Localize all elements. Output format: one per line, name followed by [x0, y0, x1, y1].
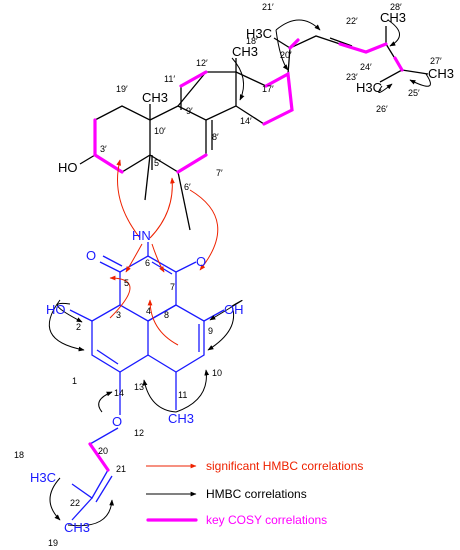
- atom-h3c-18: H3C: [30, 470, 56, 485]
- atom-o-prenyl: O: [112, 414, 122, 429]
- atom-ch3-19p: CH3: [142, 90, 168, 105]
- atom-oh-9: OH: [224, 302, 244, 317]
- num-18: 18: [14, 450, 24, 460]
- num-27p: 27′: [430, 56, 442, 66]
- atom-h3c-26p: H3C: [356, 80, 382, 95]
- num-10: 10: [212, 368, 222, 378]
- num-22p: 22′: [346, 16, 358, 26]
- num-12p: 12′: [196, 58, 208, 68]
- num-14p: 14′: [240, 116, 252, 126]
- cosy-correlations: [93, 38, 404, 174]
- core-bonds: [69, 242, 225, 521]
- atom-ch3-27p: CH3: [428, 66, 454, 81]
- num-28p: 28′: [390, 2, 402, 12]
- num-11: 11: [178, 390, 187, 400]
- num-11p: 11′: [164, 74, 175, 84]
- atom-numbering: 21′ 22′ 28′ 18′ 20′ 12′ 27′ 24′ 19′ 11′ …: [14, 2, 442, 548]
- num-19: 19: [48, 538, 58, 548]
- num-20: 20: [98, 446, 108, 456]
- atom-hn: HN: [132, 228, 151, 243]
- num-6: 6: [145, 258, 150, 268]
- num-22: 22: [70, 498, 80, 508]
- num-5: 5: [124, 278, 129, 288]
- num-3p: 3′: [100, 144, 107, 154]
- legend-hmbc: HMBC correlations: [206, 487, 307, 501]
- atom-ho-3p: HO: [58, 160, 78, 175]
- num-9: 9: [208, 326, 213, 336]
- num-3: 3: [116, 310, 121, 320]
- num-12: 12: [134, 428, 144, 438]
- hmbc-black: [48, 19, 431, 527]
- num-7: 7: [170, 282, 175, 292]
- atom-ether-o: O: [196, 254, 206, 269]
- num-18p: 18′: [246, 36, 258, 46]
- atom-ch3-18p: CH3: [232, 44, 258, 59]
- num-6p: 6′: [184, 182, 191, 192]
- atom-ho-2: HO: [46, 302, 66, 317]
- num-5p: 5′: [154, 158, 161, 168]
- num-24p: 24′: [360, 62, 372, 72]
- num-20p: 20′: [280, 50, 292, 60]
- num-19p: 19′: [116, 84, 128, 94]
- num-7p: 7′: [216, 168, 223, 178]
- num-8p: 8′: [212, 132, 219, 142]
- num-4: 4: [146, 306, 151, 316]
- atom-ch3-12: CH3: [168, 411, 194, 426]
- num-21: 21: [116, 464, 126, 474]
- legend: significant HMBC correlations HMBC corre…: [146, 459, 363, 527]
- legend-significant-hmbc: significant HMBC correlations: [206, 459, 363, 473]
- num-21p: 21′: [262, 2, 274, 12]
- atom-h3c-21p: H3C: [246, 26, 272, 41]
- num-9p: 9′: [186, 106, 193, 116]
- num-23p: 23′: [346, 72, 358, 82]
- num-13: 13: [134, 382, 144, 392]
- atom-keto-o: O: [86, 248, 96, 263]
- num-8: 8: [164, 310, 169, 320]
- num-26p: 26′: [376, 104, 388, 114]
- hmbc-significant: [109, 159, 219, 346]
- num-17p: 17′: [262, 84, 274, 94]
- cosy-prenyl: [88, 442, 110, 472]
- atom-ch3-19: CH3: [64, 520, 90, 535]
- num-10p: 10′: [154, 126, 166, 136]
- num-2: 2: [76, 322, 81, 332]
- num-1: 1: [72, 376, 77, 386]
- num-14: 14: [114, 388, 124, 398]
- atom-ch3-28p: CH3: [380, 10, 406, 25]
- num-25p: 25′: [408, 88, 420, 98]
- legend-cosy: key COSY correlations: [206, 513, 327, 527]
